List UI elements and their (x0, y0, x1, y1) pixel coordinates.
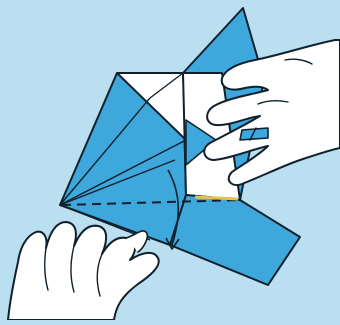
paper-edge-highlight (195, 197, 238, 199)
